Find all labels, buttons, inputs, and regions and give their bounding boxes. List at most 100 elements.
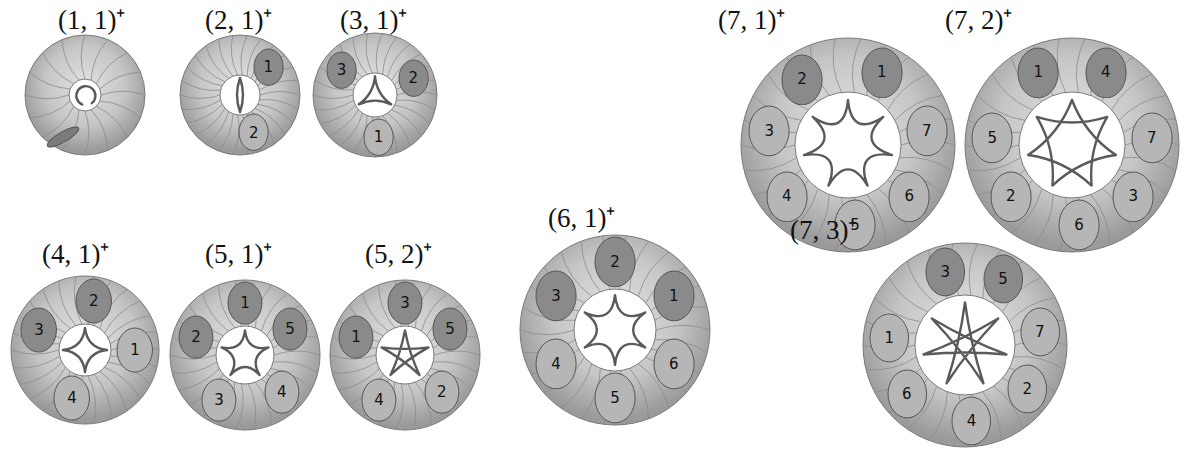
section-fill — [907, 106, 947, 156]
section-number: 1 — [885, 329, 895, 347]
torus-rib — [852, 39, 861, 93]
section-number: 2 — [1006, 187, 1016, 205]
torus-rib — [332, 362, 377, 373]
section-fill — [117, 328, 152, 372]
torus-rib — [969, 244, 977, 296]
torus-rib — [195, 55, 225, 82]
tube-section — [45, 124, 81, 151]
torus-surface — [520, 235, 710, 425]
torus-hole — [69, 79, 101, 111]
section-fill — [425, 371, 459, 413]
torus-rib — [408, 384, 415, 430]
section-number: 3 — [764, 122, 774, 140]
section-number: 3 — [551, 287, 561, 305]
section-fill — [228, 282, 262, 324]
torus-rib — [30, 101, 71, 118]
tube-section: 5 — [971, 112, 1013, 164]
torus-hole — [216, 326, 274, 384]
torus-rib — [100, 72, 141, 89]
tube-section: 2 — [178, 315, 214, 359]
tube-section: 1 — [227, 281, 263, 325]
torus-surface — [330, 280, 480, 430]
section-number: 1 — [877, 63, 887, 81]
torus-knot-label: (7, 3)⁺ — [790, 210, 857, 247]
torus-rib — [59, 281, 76, 326]
torus — [741, 38, 955, 252]
torus-knot-label: (6, 1)⁺ — [548, 198, 615, 235]
tube-section: 4 — [766, 171, 808, 223]
torus-rib — [744, 158, 796, 171]
section-number: 3 — [337, 61, 347, 79]
tube-section: 3 — [201, 378, 237, 422]
torus-rib — [313, 95, 353, 99]
section-fill — [952, 397, 991, 445]
section-fill — [972, 113, 1012, 163]
knot-curve — [237, 78, 243, 112]
torus-rib — [329, 110, 359, 137]
torus-rib — [96, 53, 127, 84]
tube-section: 1 — [1017, 47, 1059, 99]
torus-rib — [899, 157, 951, 170]
section-fill — [654, 271, 694, 321]
knot-curve — [63, 328, 107, 372]
tube-section: 6 — [1058, 199, 1100, 251]
section-number: 5 — [610, 389, 620, 407]
tube-section: 3 — [20, 307, 57, 353]
torus-rib — [391, 110, 421, 137]
torus-hole — [1019, 92, 1125, 198]
section-fill — [887, 370, 926, 418]
section-number: 1 — [351, 328, 361, 346]
section-fill — [862, 48, 902, 98]
section-number: 2 — [437, 383, 447, 401]
section-fill — [870, 314, 909, 362]
section-fill — [749, 106, 789, 156]
section-number: 4 — [551, 355, 561, 373]
torus — [25, 35, 145, 155]
torus-rib — [187, 67, 222, 86]
section-number: 6 — [902, 385, 912, 403]
torus-surface — [863, 243, 1067, 447]
section-fill — [76, 279, 111, 323]
section-number: 3 — [34, 321, 44, 339]
knot-curve — [804, 100, 892, 186]
torus-rib — [889, 277, 928, 311]
torus-rib — [180, 95, 220, 99]
section-number: 4 — [967, 412, 977, 430]
tube-section: 7 — [1131, 112, 1173, 164]
section-number: 3 — [1129, 187, 1139, 205]
knot-curve — [585, 295, 645, 365]
torus-rib — [274, 351, 320, 355]
torus-rib — [85, 111, 89, 155]
section-fill — [595, 373, 635, 423]
tube-section: 4 — [361, 378, 397, 422]
torus-surface — [965, 38, 1179, 252]
section-number: 4 — [782, 187, 792, 205]
torus-rib — [100, 101, 141, 118]
torus-rib — [206, 111, 229, 144]
torus-rib — [520, 330, 574, 335]
section-number: 6 — [905, 187, 915, 205]
torus-rib — [394, 105, 429, 124]
section-number: 7 — [1147, 129, 1157, 147]
torus-rib — [236, 384, 243, 430]
torus-rib — [248, 384, 255, 430]
section-number: 2 — [191, 328, 201, 346]
torus-hole — [220, 75, 260, 115]
torus-surface — [25, 35, 145, 155]
torus-rib — [656, 325, 710, 330]
torus-knot-label: (3, 1)⁺ — [340, 0, 407, 37]
torus-rib — [25, 95, 69, 99]
torus-rib — [233, 115, 239, 155]
section-number: 3 — [214, 391, 224, 409]
tube-section: 2 — [781, 54, 823, 106]
tube-section: 6 — [653, 338, 695, 390]
torus-rib — [101, 91, 145, 95]
section-number: 1 — [130, 341, 140, 359]
tube-section: 3 — [387, 281, 423, 325]
section-number: 1 — [263, 58, 273, 76]
knot-curve — [76, 86, 95, 104]
torus-knot-label: (2, 1)⁺ — [205, 0, 272, 37]
section-fill — [536, 271, 576, 321]
section-fill — [339, 316, 373, 358]
tube-section: 3 — [535, 270, 577, 322]
